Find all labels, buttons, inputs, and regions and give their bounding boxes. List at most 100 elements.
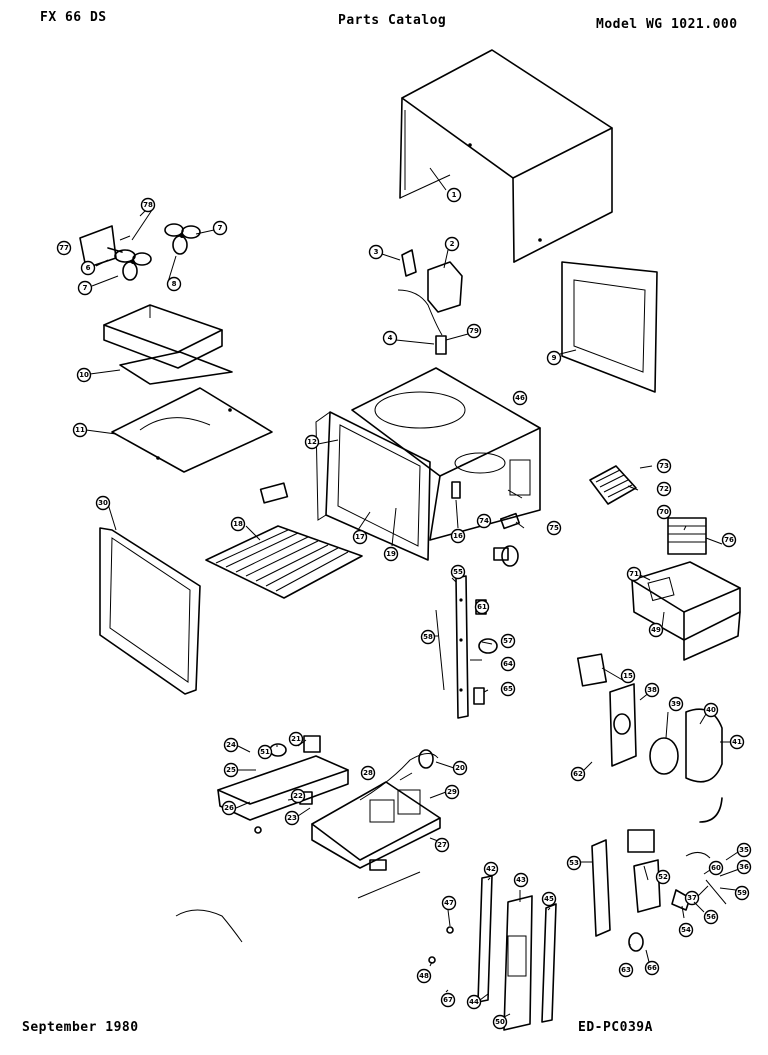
header-model-code: FX 66 DS xyxy=(40,10,107,25)
svg-text:28: 28 xyxy=(363,769,373,777)
svg-text:47: 47 xyxy=(444,899,454,907)
callout-marker: 52 xyxy=(643,865,671,885)
svg-text:1: 1 xyxy=(452,191,457,199)
callout-marker: 66 xyxy=(644,949,660,976)
svg-text:23: 23 xyxy=(287,814,297,822)
svg-text:54: 54 xyxy=(681,926,691,934)
callout-marker: 67 xyxy=(440,989,456,1008)
callout-marker: 63 xyxy=(618,944,634,978)
svg-text:44: 44 xyxy=(469,998,479,1006)
callout-marker: 22 xyxy=(287,788,306,804)
svg-text:43: 43 xyxy=(516,876,526,884)
svg-text:67: 67 xyxy=(443,996,453,1004)
loose-parts xyxy=(175,859,421,943)
svg-text:21: 21 xyxy=(291,735,301,743)
svg-text:18: 18 xyxy=(233,520,243,528)
svg-text:73: 73 xyxy=(659,462,669,470)
callout-marker: 54 xyxy=(678,905,694,938)
callout-marker: 62 xyxy=(570,761,593,782)
svg-text:59: 59 xyxy=(737,889,747,897)
oven-rack xyxy=(205,525,363,599)
svg-text:20: 20 xyxy=(455,764,465,772)
svg-text:70: 70 xyxy=(659,508,669,516)
callout-marker: 7 xyxy=(77,275,119,296)
svg-text:77: 77 xyxy=(59,244,69,252)
callout-marker: 49 xyxy=(648,611,665,638)
callout-marker: 3 xyxy=(368,244,401,261)
svg-text:29: 29 xyxy=(447,788,457,796)
svg-text:36: 36 xyxy=(739,863,749,871)
svg-text:39: 39 xyxy=(671,700,681,708)
svg-text:50: 50 xyxy=(495,1018,505,1026)
svg-text:41: 41 xyxy=(732,738,742,746)
svg-text:24: 24 xyxy=(226,741,236,749)
oven-cavity xyxy=(315,367,541,561)
callout-marker: 64 xyxy=(470,656,516,672)
callout-marker: 20 xyxy=(435,760,468,776)
svg-text:7: 7 xyxy=(218,224,223,232)
svg-text:53: 53 xyxy=(569,859,579,867)
callout-marker: 65 xyxy=(483,681,516,697)
callout-marker: 71 xyxy=(626,566,651,582)
svg-text:19: 19 xyxy=(386,550,396,558)
svg-text:6: 6 xyxy=(86,264,91,272)
callout-marker: 76 xyxy=(705,532,737,548)
callout-marker: 44 xyxy=(466,993,489,1010)
callout-marker: 72 xyxy=(627,481,672,497)
callout-marker: 58 xyxy=(420,629,438,645)
svg-text:8: 8 xyxy=(172,280,177,288)
door-frame xyxy=(99,527,201,695)
svg-text:48: 48 xyxy=(419,972,429,980)
callout-marker: 39 xyxy=(665,696,684,739)
control-box xyxy=(631,561,741,661)
callout-marker: 43 xyxy=(513,872,529,902)
header-model-number: Model WG 1021.000 xyxy=(596,17,738,32)
svg-text:76: 76 xyxy=(724,536,734,544)
callout-marker: 15 xyxy=(601,667,636,684)
back-panel xyxy=(561,261,658,393)
svg-text:62: 62 xyxy=(573,770,583,778)
magnetron xyxy=(667,517,707,555)
svg-text:11: 11 xyxy=(75,426,85,434)
footer-date: September 1980 xyxy=(22,1020,139,1035)
svg-text:55: 55 xyxy=(453,568,463,576)
callout-marker: 9 xyxy=(546,349,577,366)
callout-marker: 74 xyxy=(476,489,523,529)
callout-marker: 2 xyxy=(443,236,460,269)
svg-text:40: 40 xyxy=(706,706,716,714)
callout-marker: 42 xyxy=(483,861,499,881)
svg-text:30: 30 xyxy=(98,499,108,507)
footer-doc-code: ED-PC039A xyxy=(578,1020,653,1035)
svg-text:9: 9 xyxy=(552,354,557,362)
blower-assembly xyxy=(576,653,723,823)
svg-text:22: 22 xyxy=(293,792,303,800)
svg-text:56: 56 xyxy=(706,913,716,921)
callout-marker: 57 xyxy=(481,633,516,649)
callout-marker: 51 xyxy=(257,744,278,760)
svg-text:63: 63 xyxy=(621,966,631,974)
svg-text:64: 64 xyxy=(503,660,513,668)
top-plate xyxy=(111,387,273,473)
header-title: Parts Catalog xyxy=(338,13,447,28)
svg-text:27: 27 xyxy=(437,841,447,849)
svg-text:58: 58 xyxy=(423,633,433,641)
callout-marker: 1 xyxy=(429,167,462,203)
callout-marker: 37 xyxy=(684,885,709,906)
svg-text:10: 10 xyxy=(79,371,89,379)
base-plate-small xyxy=(119,351,233,385)
high-voltage-transformer xyxy=(397,249,463,355)
callout-marker: 18 xyxy=(230,516,261,541)
callout-marker: 47 xyxy=(441,895,457,927)
svg-text:71: 71 xyxy=(629,570,639,578)
svg-text:45: 45 xyxy=(544,895,554,903)
svg-text:52: 52 xyxy=(658,873,668,881)
callout-marker: 40 xyxy=(699,702,719,725)
callout-marker: 4 xyxy=(382,330,435,346)
svg-text:12: 12 xyxy=(307,438,317,446)
svg-text:15: 15 xyxy=(623,672,633,680)
svg-text:78: 78 xyxy=(143,201,153,209)
svg-text:75: 75 xyxy=(549,524,559,532)
callout-marker: 53 xyxy=(566,855,592,871)
svg-text:25: 25 xyxy=(226,766,236,774)
